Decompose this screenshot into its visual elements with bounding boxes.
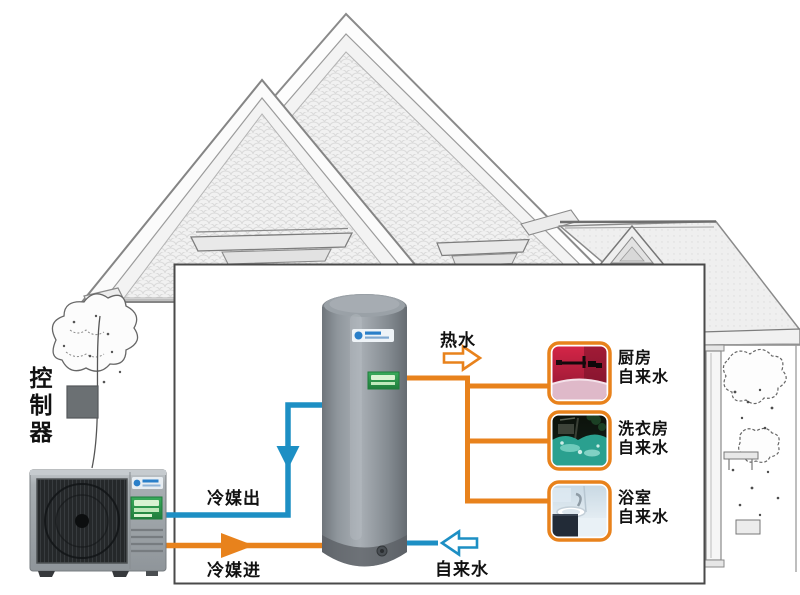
kitchen-photo (547, 341, 612, 405)
water-tank (322, 294, 407, 567)
laundry-photo (547, 410, 612, 471)
tap-water-label: 自来水 (435, 560, 489, 579)
unit-feet (38, 571, 129, 577)
tank-energy-sticker (367, 371, 400, 390)
kitchen-faucet-icon (556, 356, 602, 368)
laundry-label: 洗衣房 自来水 (618, 420, 669, 458)
bathroom-photo (547, 480, 612, 542)
tap-water-arrow-icon (439, 529, 479, 557)
tank-brand-logo (352, 329, 394, 342)
refrigerant-in-label: 冷媒进 (207, 561, 261, 580)
fan-grille (36, 478, 128, 564)
kitchen-supply: 自来水 (618, 369, 670, 386)
unit-energy-sticker (130, 496, 163, 520)
refrigerant-out-label: 冷媒出 (207, 489, 261, 508)
bathroom-label: 浴室 自来水 (618, 489, 669, 527)
kitchen-label: 厨房 自来水 (618, 349, 669, 387)
roof-gable-front (79, 78, 449, 303)
hot-water-arrow-icon (442, 344, 483, 372)
window-pediments (189, 227, 530, 267)
refrigerant-out-flow-arrow-icon (276, 446, 300, 469)
dormer (597, 224, 667, 267)
unit-brand-logo (132, 477, 163, 489)
controller-box (66, 385, 99, 419)
laundry-room: 洗衣房 (618, 421, 670, 438)
controller-label: 控制器 (26, 366, 52, 447)
kitchen-room: 厨房 (618, 350, 653, 367)
side-vents (131, 528, 163, 553)
left-eave-and-bush (51, 287, 139, 469)
outdoor-unit (29, 469, 167, 577)
refrigerant-in-flow-arrow-icon (221, 533, 254, 558)
bathroom-supply: 自来水 (618, 509, 670, 526)
hot-water-pipe (404, 375, 551, 504)
foliage-right (722, 348, 787, 535)
laundry-supply: 自来水 (618, 440, 670, 457)
bathroom-room: 浴室 (618, 490, 653, 507)
hot-water-label: 热水 (440, 331, 476, 350)
bath-faucet-icon (575, 492, 582, 507)
diagram-panel (173, 263, 706, 585)
